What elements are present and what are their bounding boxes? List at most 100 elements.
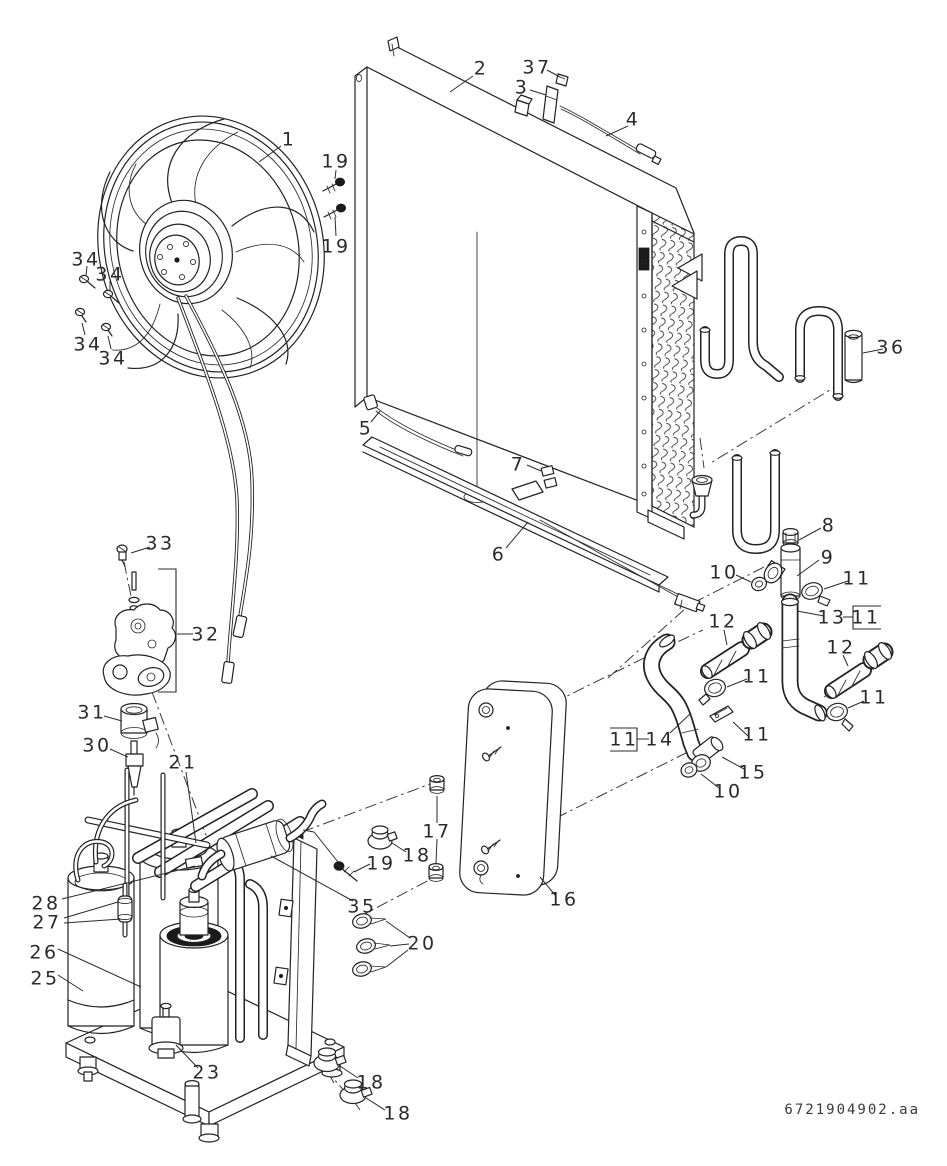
callout-label-34: 34: [98, 348, 127, 370]
cable-tie: [356, 938, 391, 954]
callout-label-27: 27: [32, 912, 61, 934]
leader-line: [103, 715, 123, 722]
centerline: [552, 655, 649, 704]
leader-line: [81, 322, 86, 336]
callout-label-11: 11: [742, 724, 771, 746]
callout-label-20: 20: [407, 933, 436, 955]
callout-label-11: 11: [851, 607, 880, 629]
callout-label-1: 1: [282, 129, 297, 151]
receiver-36: [844, 329, 863, 384]
compressor-assembly: [65, 767, 373, 1143]
hose-clamp-11: [801, 582, 831, 607]
callout-label-14: 14: [645, 729, 674, 751]
valve-assembly: [751, 527, 831, 607]
callout-label-4: 4: [626, 109, 641, 131]
leader-line: [449, 75, 474, 93]
callout-label-18: 18: [356, 1072, 385, 1094]
callout-label-7: 7: [511, 454, 526, 476]
callout-label-34: 34: [71, 249, 100, 271]
callout-label-12: 12: [826, 637, 855, 659]
filter-27: [117, 882, 133, 938]
grommet-18-bottom-2: [339, 1079, 373, 1105]
callout-label-28: 28: [31, 893, 60, 915]
callout-label-12: 12: [708, 611, 737, 633]
front-foot: [182, 1079, 202, 1124]
centerline-layer: [123, 381, 890, 1111]
hose-clamp-11-left: [698, 678, 726, 706]
centerline: [151, 691, 209, 841]
plate-heat-exchanger: [459, 680, 567, 896]
callout-bracket: [610, 727, 638, 752]
leader-line: [847, 700, 865, 709]
callout-label-36: 36: [876, 337, 905, 359]
fan-blades: [101, 118, 315, 369]
leader-line: [302, 829, 315, 833]
clip-11-strip: [709, 705, 734, 723]
leader-line: [539, 876, 556, 896]
leader-line: [258, 145, 282, 163]
leader-line: [435, 838, 438, 864]
leader-layer: [57, 69, 884, 1111]
leader-line: [721, 756, 745, 770]
callout-label-19: 19: [321, 151, 350, 173]
leader-line: [334, 216, 337, 237]
callout-label-32: 32: [191, 624, 220, 646]
mounting-panel-right: [273, 837, 318, 1067]
bushing-17-lower: [428, 862, 444, 882]
callout-bracket: [852, 605, 881, 630]
screws-19-top: [322, 177, 346, 220]
callout-label-21: 21: [168, 752, 197, 774]
callout-label-11: 11: [742, 666, 771, 688]
leader-line: [505, 521, 529, 549]
callout-label-11: 11: [609, 729, 638, 751]
callout-label-3: 3: [515, 77, 530, 99]
screw: [74, 307, 87, 323]
callout-label-18: 18: [402, 845, 431, 867]
hose-clamp-11-right: [826, 702, 854, 732]
elbow-fitting-15: [691, 736, 724, 772]
chevron-markers: [671, 253, 703, 300]
centerline: [607, 607, 687, 679]
grommet-18-bottom-1: [313, 1047, 347, 1073]
serpentine-tube-a: [699, 236, 784, 382]
centerline: [699, 437, 705, 469]
centerline: [301, 783, 431, 833]
centerline: [708, 381, 844, 465]
callout-label-10: 10: [709, 562, 738, 584]
callout-label-33: 33: [145, 533, 174, 555]
fan-cables: [176, 294, 254, 684]
callout-label-37: 37: [522, 57, 551, 79]
hose-14: [643, 633, 704, 762]
harness-connector: [539, 519, 706, 613]
hose-13: [780, 593, 828, 722]
drain-elbow: [689, 474, 713, 519]
callout-label-25: 25: [30, 968, 59, 990]
callout-label-26: 26: [29, 942, 58, 964]
callout-label-15: 15: [738, 762, 767, 784]
u-tube: [731, 449, 781, 554]
centerline: [555, 751, 689, 819]
centerline: [354, 1102, 361, 1111]
leader-line: [63, 918, 122, 924]
leader-line: [389, 943, 410, 947]
leader-line: [700, 773, 720, 789]
fitting-12-right: [824, 642, 894, 699]
cable-tie: [352, 961, 387, 977]
serpentine-tube-b: [794, 306, 844, 401]
leader-line: [185, 771, 197, 844]
callout-label-8: 8: [822, 515, 837, 537]
callout-label-9: 9: [821, 547, 836, 569]
leader-line: [669, 712, 692, 734]
callout-label-5: 5: [359, 418, 374, 440]
callout-bracket: [158, 568, 177, 693]
callout-label-10: 10: [713, 781, 742, 803]
panel-top-tab: [387, 36, 400, 52]
leader-line: [723, 629, 728, 646]
screw-19-middle: [333, 861, 358, 882]
screw: [323, 203, 346, 220]
centerline: [356, 878, 432, 919]
drain-pan: [362, 436, 693, 602]
leader-line: [130, 546, 151, 554]
leader-line: [823, 580, 849, 590]
